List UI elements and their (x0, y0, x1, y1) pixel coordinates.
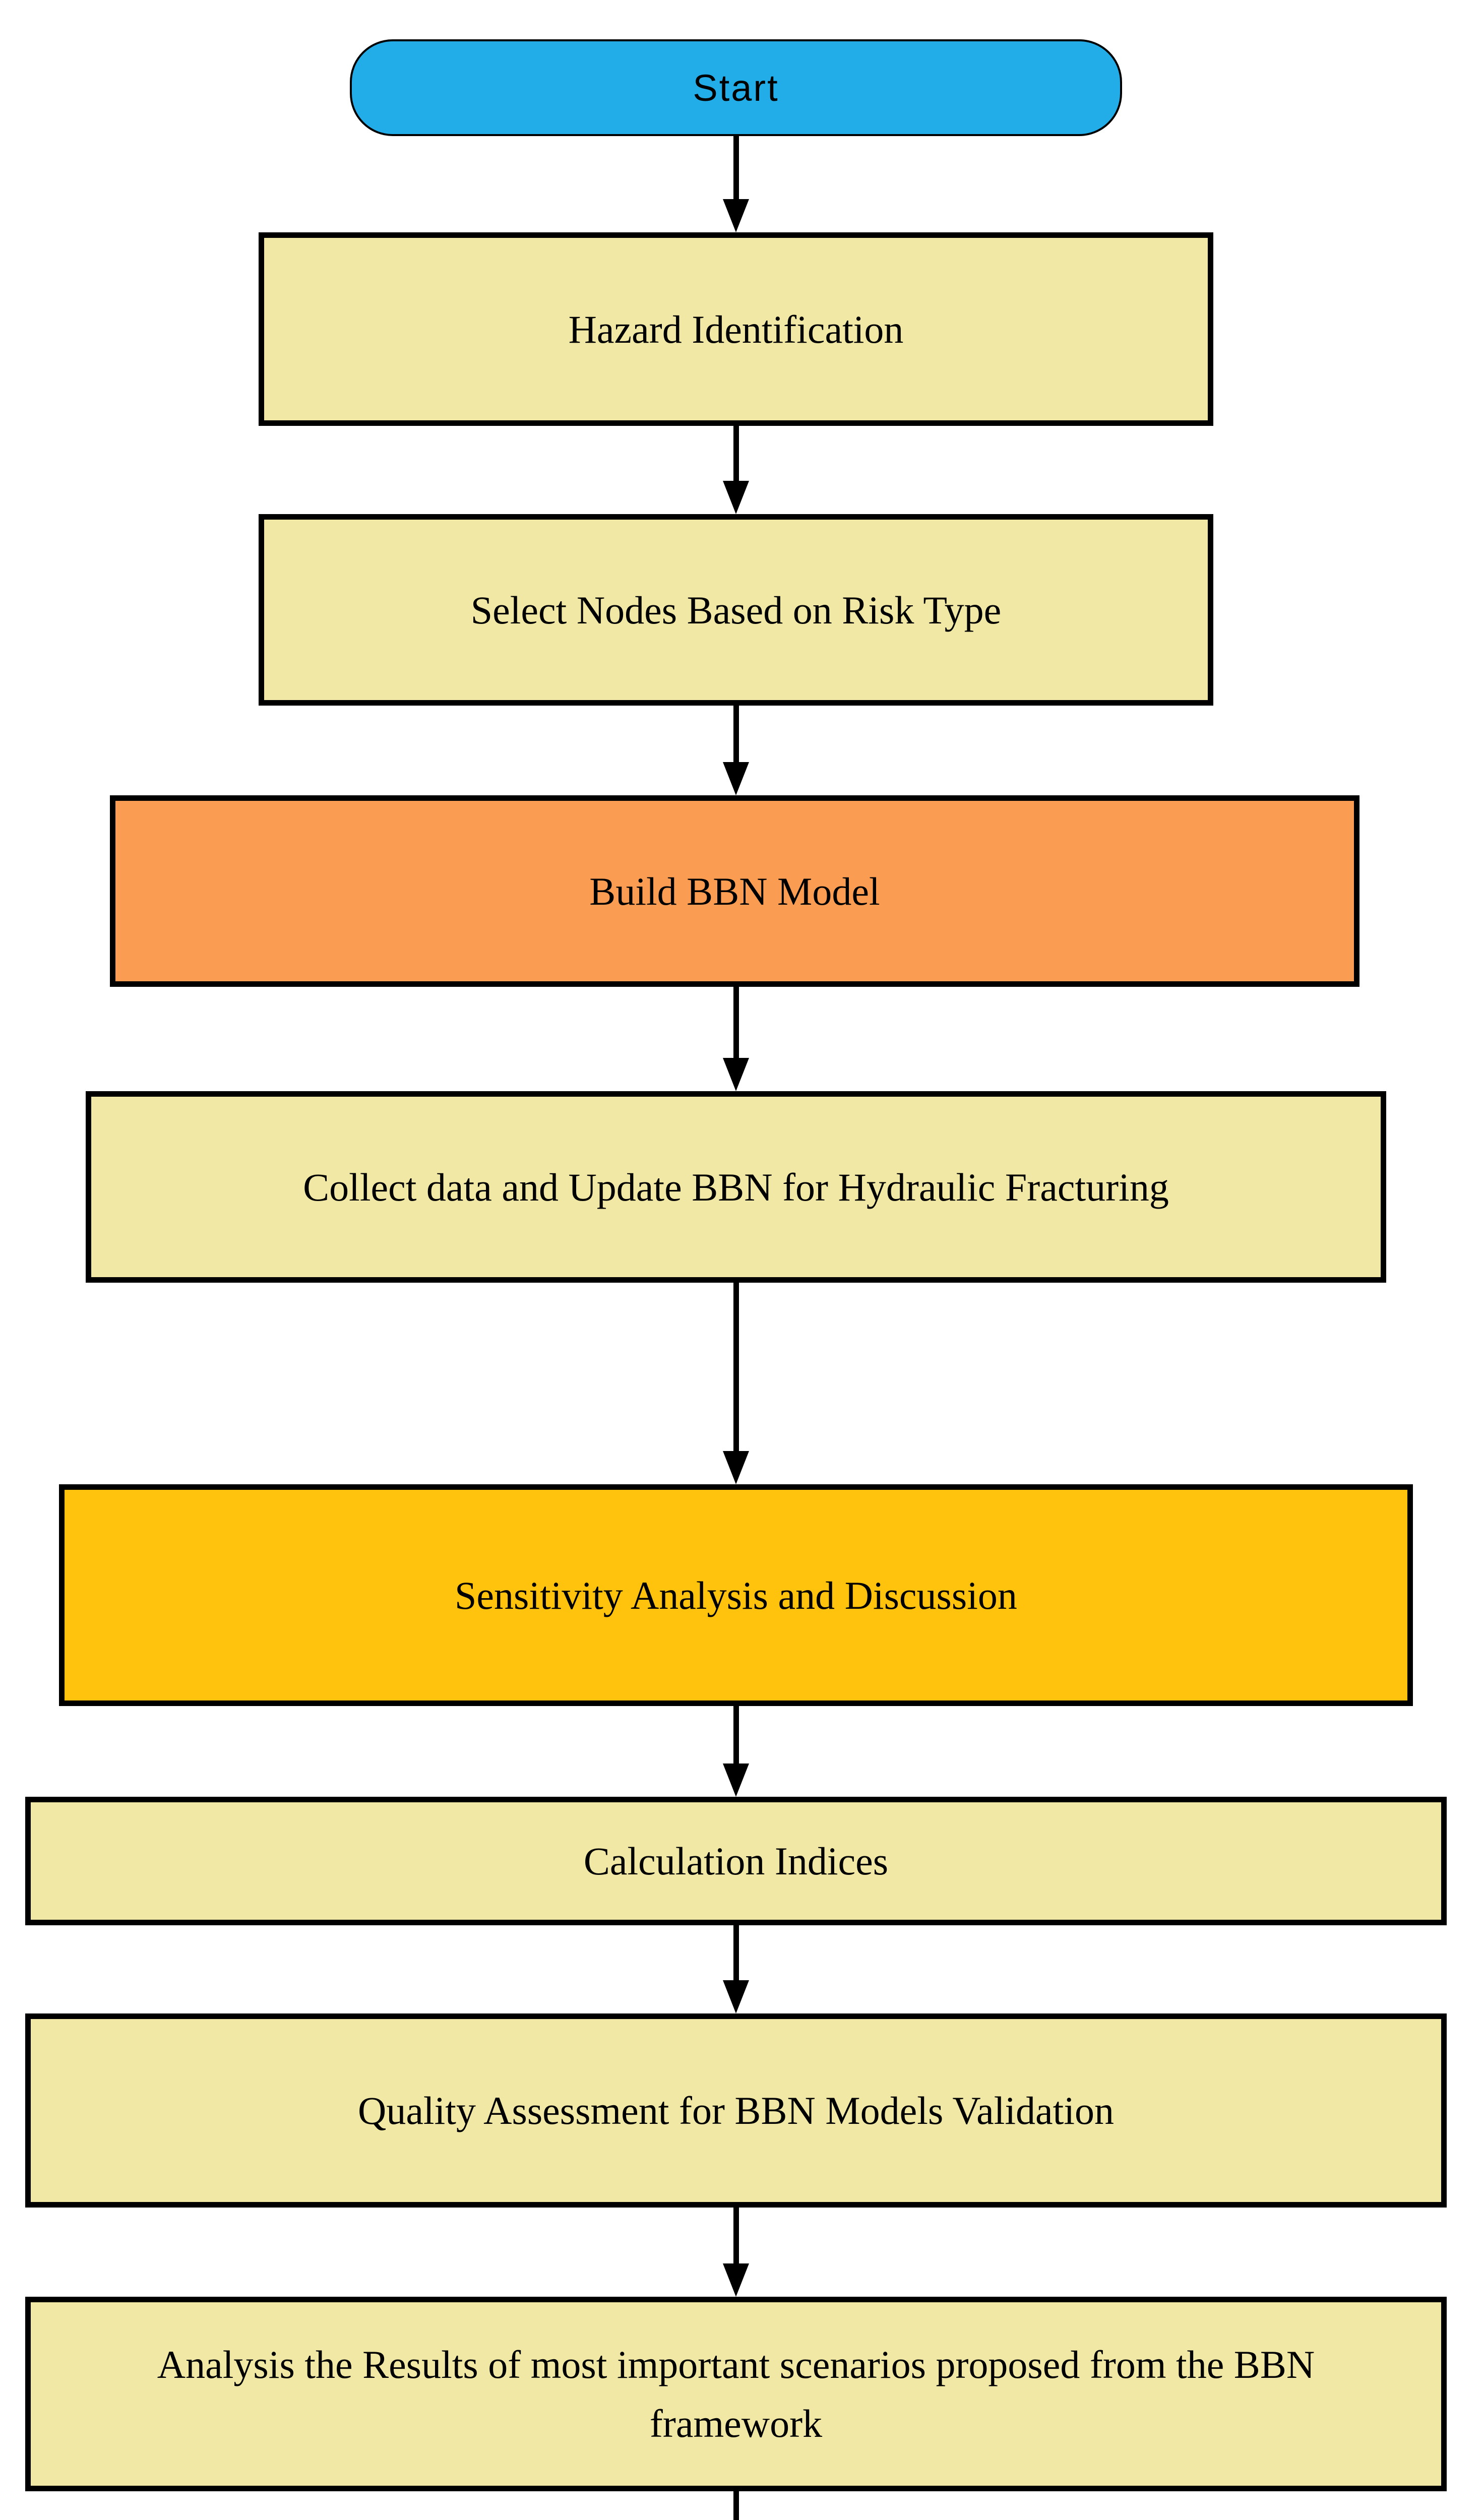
node-select-nodes: Select Nodes Based on Risk Type (259, 514, 1213, 706)
arrow-shaft (733, 1925, 739, 1980)
flow-arrow-analysis-to-end (723, 2491, 749, 2520)
arrow-shaft (733, 136, 739, 199)
arrow-shaft (733, 706, 739, 762)
node-calculation-label: Calculation Indices (583, 1839, 889, 1883)
node-collect-label: Collect data and Update BBN for Hydrauli… (303, 1165, 1169, 1209)
flow-arrow-build-to-collect (723, 987, 749, 1091)
arrowhead-down-icon (723, 1058, 749, 1091)
arrowhead-down-icon (723, 1763, 749, 1797)
arrowhead-down-icon (723, 1451, 749, 1484)
node-collect-data-update-bbn: Collect data and Update BBN for Hydrauli… (86, 1091, 1386, 1283)
arrow-shaft (733, 2208, 739, 2263)
flow-arrow-collect-to-sensitivity (723, 1283, 749, 1484)
node-select-label: Select Nodes Based on Risk Type (470, 588, 1002, 632)
node-analysis-results: Analysis the Results of most important s… (25, 2297, 1447, 2491)
flow-arrow-start-to-hazard (723, 136, 749, 232)
arrow-shaft (733, 1283, 739, 1451)
node-build-bbn-model: Build BBN Model (110, 795, 1359, 987)
arrowhead-down-icon (723, 481, 749, 514)
node-quality-assessment: Quality Assessment for BBN Models Valida… (25, 2013, 1447, 2208)
node-hazard-identification: Hazard Identification (259, 232, 1213, 426)
node-calculation-indices: Calculation Indices (25, 1797, 1447, 1925)
node-start-terminator: Start (350, 39, 1122, 136)
arrowhead-down-icon (723, 199, 749, 232)
flow-arrow-select-to-build (723, 706, 749, 795)
arrow-shaft (733, 2491, 739, 2520)
flow-arrow-hazard-to-select (723, 426, 749, 514)
arrowhead-down-icon (723, 2263, 749, 2297)
flow-arrow-quality-to-analysis (723, 2208, 749, 2297)
node-sensitivity-analysis: Sensitivity Analysis and Discussion (59, 1484, 1413, 1706)
node-build-label: Build BBN Model (589, 869, 880, 913)
arrowhead-down-icon (723, 762, 749, 795)
node-quality-label: Quality Assessment for BBN Models Valida… (357, 2089, 1114, 2132)
node-analysis-label: Analysis the Results of most important s… (157, 2343, 1315, 2445)
arrow-shaft (733, 426, 739, 481)
node-start-label: Start (693, 67, 779, 109)
node-sensitivity-label: Sensitivity Analysis and Discussion (455, 1573, 1017, 1617)
flow-arrow-sensitivity-to-calculation (723, 1706, 749, 1797)
arrow-shaft (733, 1706, 739, 1763)
node-hazard-label: Hazard Identification (568, 307, 904, 351)
flow-arrow-calculation-to-quality (723, 1925, 749, 2013)
arrowhead-down-icon (723, 1980, 749, 2013)
arrow-shaft (733, 987, 739, 1058)
